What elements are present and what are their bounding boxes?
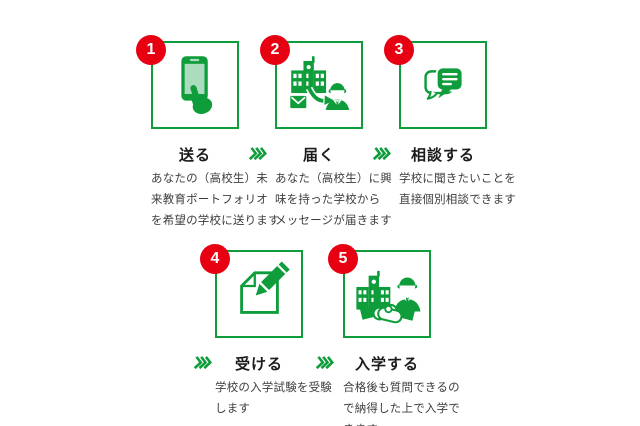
smartphone-tap-icon xyxy=(180,55,212,114)
triple-chevron-right-icon xyxy=(372,147,391,161)
step-number-badge: 1 xyxy=(136,35,166,65)
step-box xyxy=(275,41,363,129)
step-description: 学校に聞きたいことを 直接個別相談できます xyxy=(399,173,516,206)
step-number: 1 xyxy=(146,41,156,58)
school-message-icon xyxy=(289,55,349,110)
step-number: 3 xyxy=(394,41,404,58)
exam-paper-pencil-icon xyxy=(239,260,290,314)
step-description: あなた（高校生）に興 味を持った学校から メッセージが届きます xyxy=(275,173,392,227)
step-number-badge: 3 xyxy=(384,35,414,65)
step-4: 4 受ける 学校の入学試験を受験 します xyxy=(200,244,332,415)
step-title: 受ける xyxy=(234,356,283,373)
step-3: 3 相談する 学校に聞きたいことを 直接個別相談できます xyxy=(384,35,516,206)
step-number-badge: 4 xyxy=(200,244,230,274)
step-title: 入学する xyxy=(354,356,419,373)
step-number-badge: 2 xyxy=(260,35,290,65)
step-5: 5 入学する 合格後も質問できるの で納得した上で入学で きます xyxy=(328,244,460,426)
step-description: 学校の入学試験を受験 します xyxy=(215,382,332,415)
step-description: あなたの（高校生）未 来教育ポートフォリオ を希望の学校に送ります xyxy=(151,173,280,227)
step-box xyxy=(399,41,487,129)
step-box xyxy=(215,250,303,338)
step-number: 5 xyxy=(338,250,348,267)
step-2: 2 届く あなた（高校生）に興 味を持った学校から メッセージが届きます xyxy=(260,35,392,227)
chat-bubbles-icon xyxy=(423,65,463,100)
step-title: 送る xyxy=(178,147,211,164)
step-title: 届く xyxy=(302,147,335,164)
step-1: 1 送る あなたの（高校生）未 来教育ポートフォリオ を希望の学校に送ります xyxy=(136,35,280,227)
step-title: 相談する xyxy=(410,147,475,164)
triple-chevron-right-icon xyxy=(193,356,212,370)
step-description: 合格後も質問できるの で納得した上で入学で きます xyxy=(343,382,460,426)
step-number-badge: 5 xyxy=(328,244,358,274)
step-box xyxy=(343,250,431,338)
step-box xyxy=(151,41,239,129)
triple-chevron-right-icon xyxy=(248,147,267,161)
step-number: 4 xyxy=(210,250,220,267)
step-number: 2 xyxy=(270,41,280,58)
school-handshake-icon xyxy=(355,270,421,323)
triple-chevron-right-icon xyxy=(315,356,334,370)
